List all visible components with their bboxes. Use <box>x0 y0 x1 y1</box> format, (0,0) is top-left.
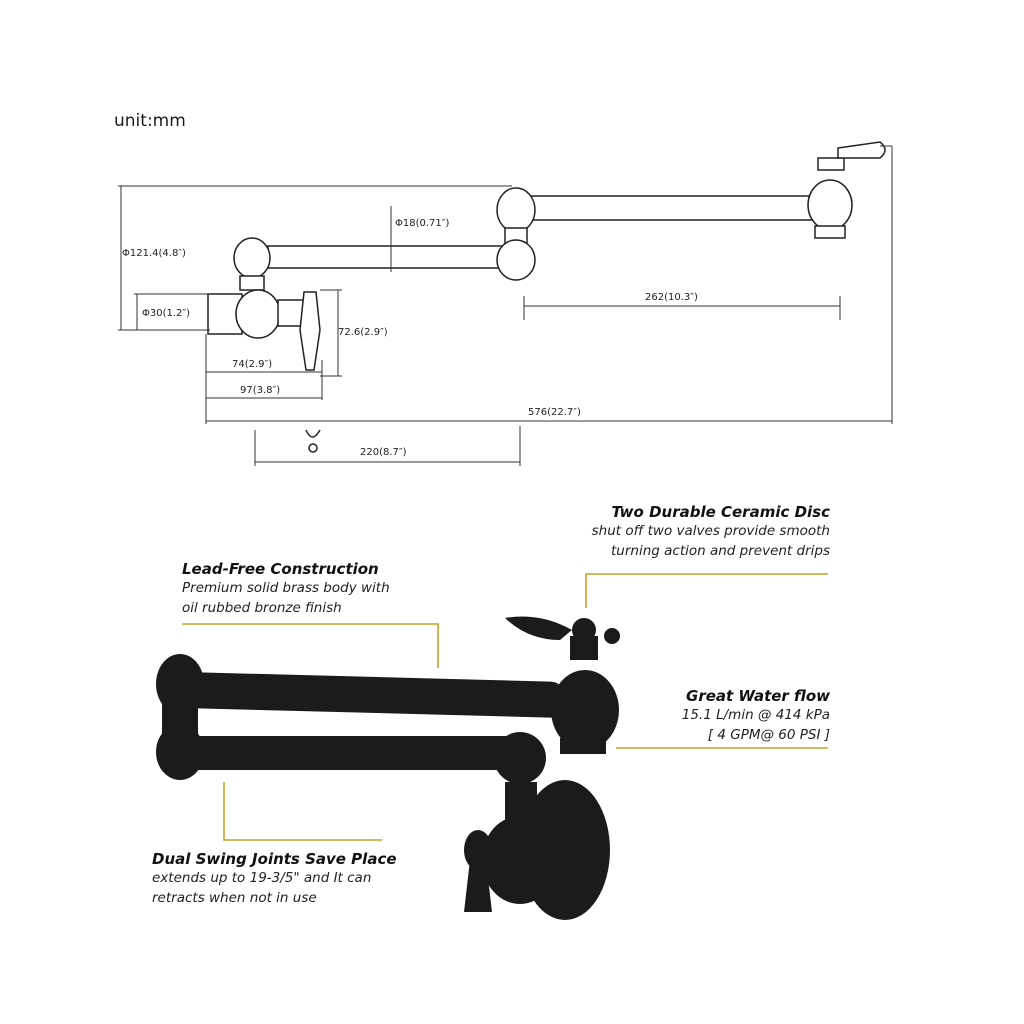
spout-handle <box>837 141 886 159</box>
top-knob <box>572 618 596 642</box>
feature-ceramic: Two Durable Ceramic Disc shut off two va… <box>470 503 830 561</box>
handle-knob <box>308 443 318 453</box>
feature-flow-line1: 15.1 L/min @ 414 kPa <box>681 707 830 723</box>
handle-top-view <box>305 429 321 438</box>
lever-cap <box>604 628 620 644</box>
feature-flow-title: Great Water flow <box>686 687 830 705</box>
dim-97: 97(3.8″) <box>240 385 280 396</box>
dim-pipe: Φ18(0.71″) <box>395 218 449 229</box>
upper-arm <box>184 672 565 718</box>
spout-ball <box>551 670 619 750</box>
product-illustration <box>156 573 828 920</box>
feature-swing-line2: retracts when not in use <box>152 890 317 906</box>
spout-outlet <box>560 738 606 754</box>
feature-leadfree: Lead-Free Construction Premium solid bra… <box>182 560 482 618</box>
unit-label: unit:mm <box>114 111 186 131</box>
feature-swing-title: Dual Swing Joints Save Place <box>152 850 397 868</box>
dim-total: 576(22.7″) <box>528 407 581 418</box>
left-elbow-neck <box>239 275 265 291</box>
feature-leadfree-line1: Premium solid brass body with <box>182 580 390 596</box>
feature-swing: Dual Swing Joints Save Place extends up … <box>152 850 472 908</box>
valve-handle <box>464 860 492 912</box>
left-elbow <box>233 237 271 279</box>
lower-arm <box>185 736 525 770</box>
dim-inlet: Φ30(1.2″) <box>142 308 190 319</box>
upper-arm-pipe <box>529 195 813 221</box>
dim-74: 74(2.9″) <box>232 359 272 370</box>
lower-joint <box>156 724 204 780</box>
spout-body <box>807 179 853 231</box>
spout-aerator <box>814 225 846 239</box>
spout-cap <box>817 157 845 171</box>
feature-swing-line1: extends up to 19-3/5" and It can <box>152 870 372 886</box>
valve-handle <box>299 291 321 371</box>
feature-ceramic-line2: turning action and prevent drips <box>611 543 830 559</box>
feature-flow-line2: [ 4 GPM@ 60 PSI ] <box>707 727 830 743</box>
dim-height: Φ121.4(4.8″) <box>122 248 186 259</box>
upper-joint <box>156 654 204 714</box>
feature-leadfree-title: Lead-Free Construction <box>182 560 379 578</box>
technical-drawing: Φ121.4(4.8″) Φ18(0.71″) Φ30(1.2″) 72.6(2… <box>118 141 893 466</box>
valve-joint <box>494 732 546 784</box>
dim-220: 220(8.7″) <box>360 447 407 458</box>
feature-ceramic-line1: shut off two valves provide smooth <box>591 523 830 539</box>
feature-ceramic-title: Two Durable Ceramic Disc <box>611 503 830 521</box>
valve-body <box>482 816 558 904</box>
lower-arm-pipe <box>267 245 505 269</box>
feature-leadfree-line2: oil rubbed bronze finish <box>182 600 342 616</box>
feature-flow: Great Water flow 15.1 L/min @ 414 kPa [ … <box>570 687 830 745</box>
valve-body <box>235 289 281 339</box>
upper-swing-joint <box>496 187 536 233</box>
dim-valve-height: 72.6(2.9″) <box>338 327 388 338</box>
lower-swing-joint <box>496 239 536 281</box>
spout-lever <box>505 616 572 640</box>
dim-spout: 262(10.3″) <box>645 292 698 303</box>
